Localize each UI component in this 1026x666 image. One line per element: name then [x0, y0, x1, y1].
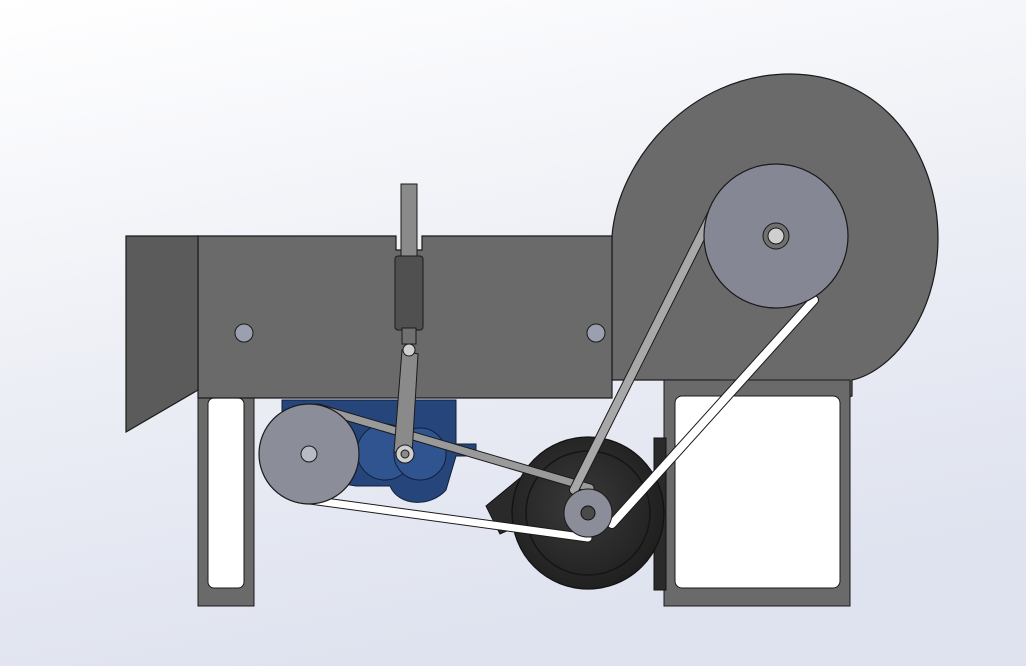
left-pulley-shaft [300, 445, 318, 463]
belt-right [569, 209, 819, 529]
cylinder-rod [400, 183, 418, 263]
motor-pulley-shaft [580, 505, 596, 521]
cylinder-body [394, 255, 424, 331]
left-chute [125, 235, 199, 434]
fan-pulley-shaft [767, 227, 785, 245]
belt-left [305, 403, 595, 543]
left-leg-slot [207, 397, 245, 589]
bolt-hole-right [586, 323, 606, 343]
crank-pin-bottom-inner [400, 449, 410, 459]
cylinder-clevis [401, 327, 417, 345]
crank-pin-top [402, 343, 416, 357]
bolt-hole-left [234, 323, 254, 343]
right-leg-slot [674, 395, 841, 589]
